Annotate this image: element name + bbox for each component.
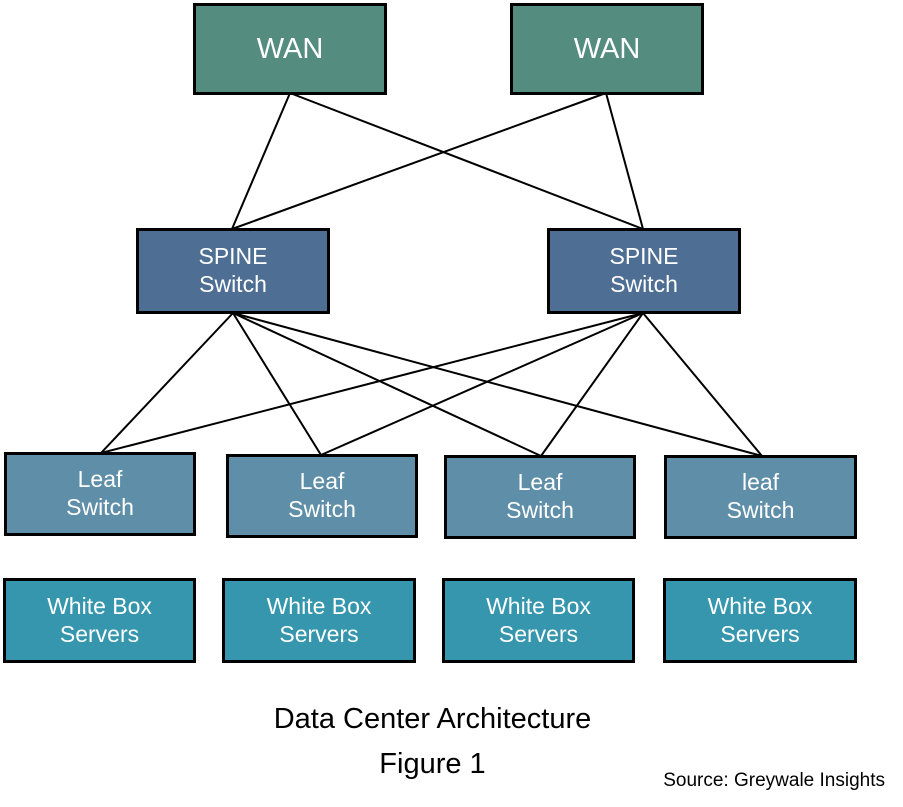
link-spine1-leaf3 bbox=[232, 312, 542, 457]
link-spine2-leaf3 bbox=[540, 312, 644, 457]
leaf-label-line2: Switch bbox=[726, 497, 795, 523]
server-group-4: White Box Servers bbox=[663, 578, 857, 663]
leaf-switch-2: Leaf Switch bbox=[226, 454, 418, 538]
source-credit: Source: Greywale Insights bbox=[663, 770, 885, 791]
leaf-switch-1: Leaf Switch bbox=[4, 452, 196, 536]
server-label-line2: Servers bbox=[720, 620, 800, 647]
spine-label-line1: SPINE bbox=[198, 243, 268, 270]
leaf-switch-4: leaf Switch bbox=[664, 455, 857, 539]
server-label-line2: Servers bbox=[498, 620, 579, 647]
spine-label-line2: Switch bbox=[199, 271, 267, 297]
spine-switch-1: SPINE Switch bbox=[136, 228, 330, 314]
wan-node-2: WAN bbox=[510, 3, 704, 95]
leaf-switch-3: Leaf Switch bbox=[444, 455, 636, 539]
leaf-label-line2: Switch bbox=[506, 497, 574, 523]
leaf-label-line1: Leaf bbox=[299, 468, 345, 495]
link-wan1-spine2 bbox=[289, 92, 644, 230]
spine-label-line2: Switch bbox=[610, 271, 678, 297]
diagram-title: Data Center Architecture bbox=[273, 703, 592, 735]
link-spine1-leaf4 bbox=[232, 312, 763, 457]
spine-switch-2: SPINE Switch bbox=[547, 228, 741, 314]
server-group-2: White Box Servers bbox=[222, 578, 416, 663]
link-wan2-spine1 bbox=[231, 92, 607, 230]
link-wan1-spine1 bbox=[231, 92, 291, 230]
link-spine2-leaf2 bbox=[320, 312, 644, 456]
server-label-line2: Servers bbox=[279, 620, 359, 647]
leaf-label-line1: Leaf bbox=[77, 466, 123, 493]
wan-label: WAN bbox=[256, 32, 324, 65]
leaf-label-line2: Switch bbox=[66, 494, 134, 520]
server-label-line1: White Box bbox=[486, 592, 591, 619]
link-wan2-spine2 bbox=[605, 92, 644, 230]
spine-label-line1: SPINE bbox=[609, 243, 679, 270]
server-group-3: White Box Servers bbox=[442, 578, 635, 663]
leaf-label-line1: leaf bbox=[741, 469, 780, 496]
figure-label: Figure 1 bbox=[379, 748, 486, 780]
link-spine2-leaf1 bbox=[100, 312, 644, 454]
server-label-line1: White Box bbox=[707, 592, 813, 619]
wan-node-1: WAN bbox=[193, 3, 387, 95]
server-label-line1: White Box bbox=[47, 592, 152, 619]
link-spine2-leaf4 bbox=[642, 312, 763, 457]
server-label-line2: Servers bbox=[59, 620, 140, 647]
link-spine1-leaf1 bbox=[100, 312, 234, 454]
leaf-label-line1: Leaf bbox=[517, 469, 563, 496]
server-label-line1: White Box bbox=[266, 592, 372, 619]
server-group-1: White Box Servers bbox=[3, 578, 196, 663]
wan-label: WAN bbox=[573, 32, 641, 65]
link-spine1-leaf2 bbox=[232, 312, 322, 456]
leaf-label-line2: Switch bbox=[288, 496, 356, 522]
